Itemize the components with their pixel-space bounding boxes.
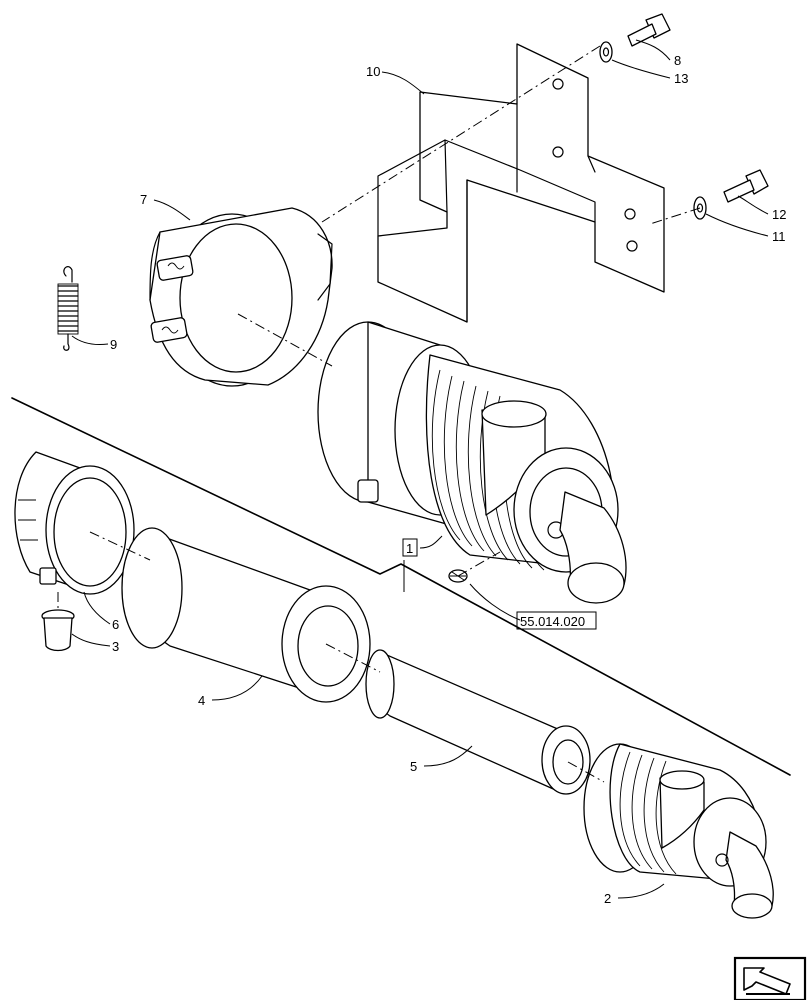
washer-13	[599, 41, 613, 63]
arrow-back-icon[interactable]	[733, 956, 807, 1000]
reference-label: 55.014.020	[520, 614, 585, 629]
assembly-axis-lines	[57, 45, 701, 783]
callout-9: 9	[110, 337, 117, 352]
callout-6: 6	[112, 617, 119, 632]
callout-8: 8	[674, 53, 681, 68]
part-1-air-filter-assembly	[317, 321, 627, 604]
bolt-12	[723, 169, 769, 203]
part-5-safety-element	[365, 649, 591, 795]
callout-11: 11	[772, 229, 786, 244]
reference-box	[516, 611, 597, 630]
part-4-primary-element	[121, 527, 371, 703]
part-6-cover	[14, 451, 135, 595]
callout-4: 4	[198, 693, 205, 708]
callout-labels: 10 7 9 8 13 12 11 6 3 4 5 2 1 55.014.020	[110, 53, 786, 906]
part-10-bracket	[377, 43, 665, 323]
callout-3: 3	[112, 639, 119, 654]
part-3-valve	[41, 609, 75, 652]
part-2-filter-complete	[583, 743, 774, 919]
callout-5: 5	[410, 759, 417, 774]
callout-1-box	[402, 538, 418, 557]
callout-12: 12	[772, 207, 786, 222]
callout-1: 1	[406, 541, 413, 556]
callout-10: 10	[366, 64, 380, 79]
bolt-8	[627, 13, 671, 47]
callout-7: 7	[140, 192, 147, 207]
leader-lines	[71, 39, 769, 899]
callout-13: 13	[674, 71, 688, 86]
separator-line	[11, 397, 791, 776]
callout-2: 2	[604, 891, 611, 906]
part-7-mounting-band	[149, 207, 333, 387]
part-9-spring	[57, 266, 79, 351]
